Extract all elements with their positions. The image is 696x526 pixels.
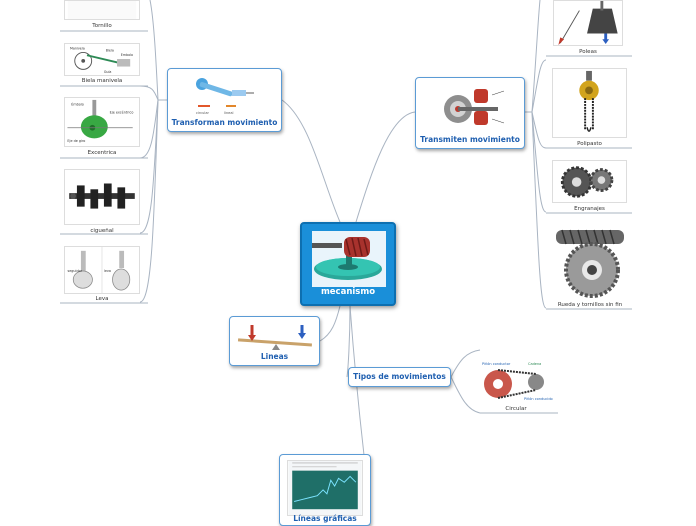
svg-text:circular: circular: [196, 111, 210, 115]
svg-text:Piñón conductor: Piñón conductor: [482, 362, 511, 366]
topic-label: Transmiten movimiento: [420, 135, 520, 144]
topic-label: Transforman movimiento: [171, 118, 278, 127]
crank-image: circular lineal: [192, 74, 258, 116]
poleas-image: [553, 0, 623, 46]
biela-image: Manivela Biela Embolo Guía: [64, 43, 140, 76]
leaf-caption: Polipasto: [577, 141, 602, 147]
crank-slider-icon: circular lineal: [196, 78, 254, 115]
line-chart-icon: [288, 461, 362, 515]
leaf-biela-manivela[interactable]: Manivela Biela Embolo Guía Biela manivel…: [64, 43, 140, 86]
connector-engranajes: [531, 111, 547, 149]
leaf-engranajes[interactable]: Engranajes: [552, 160, 627, 213]
connector-leva: [139, 99, 159, 303]
connector-polipasto: [531, 59, 547, 113]
leaf-caption: Biela manivela: [81, 78, 123, 84]
leaf-caption: Leva: [95, 296, 109, 302]
connector-root-tipos: [346, 305, 351, 378]
leaf-polipasto[interactable]: Polipasto: [552, 68, 627, 148]
leaf-tornillo[interactable]: Tornillo: [64, 0, 140, 32]
gearbox-image: [434, 83, 508, 131]
gears-icon: [312, 237, 382, 280]
connector-poleas: [531, 0, 541, 113]
eccentric-icon: Émbolo Eje excéntrico Eje de giro: [67, 99, 134, 143]
leaf-caption: Engranajes: [574, 206, 605, 212]
connector-root-lineas: [319, 305, 341, 342]
topic-lineas[interactable]: Lineas: [229, 316, 320, 366]
svg-text:leva: leva: [104, 269, 111, 273]
screw-icon: [67, 1, 137, 19]
svg-text:Piñón conducido: Piñón conducido: [524, 397, 553, 401]
leaf-caption: Rueda y tornillos sin fin: [557, 302, 623, 308]
chart-image: [287, 460, 363, 516]
lever-icon: [237, 325, 312, 350]
leaf-caption: Poleas: [579, 49, 597, 55]
svg-text:Biela: Biela: [106, 49, 114, 53]
connector-tipos-circular: [450, 349, 481, 378]
ciguenal-image: [64, 169, 140, 225]
gear-image: [312, 231, 386, 287]
chain-drive-icon: Piñón conductor Cadena Piñón conducido: [482, 362, 553, 401]
gearbox-icon: [444, 89, 505, 125]
svg-text:seguidor: seguidor: [68, 269, 83, 273]
svg-text:Cadena: Cadena: [528, 362, 541, 366]
circular-image: Piñón conductor Cadena Piñón conducido: [478, 360, 554, 404]
lever-image: [236, 321, 314, 351]
topic-transforman-movimiento[interactable]: circular lineal Transforman movimiento: [167, 68, 282, 132]
connector-excentrica: [139, 99, 159, 159]
topic-tipos-de-movimientos[interactable]: Tipos de movimientos: [348, 367, 451, 387]
connector-biela: [139, 85, 159, 101]
leaf-caption: Excentrica: [87, 150, 117, 156]
tornillo-image: [64, 0, 140, 20]
leaf-ciguenal[interactable]: cigueñal: [64, 169, 140, 234]
excentrica-image: Émbolo Eje excéntrico Eje de giro: [64, 97, 140, 147]
engranajes-image: [552, 160, 627, 203]
hoist-icon: [579, 70, 599, 132]
connector-rueda: [531, 111, 547, 213]
cam-icon: seguidor leva: [68, 247, 131, 293]
connector-tornillo: [149, 0, 159, 101]
topic-label: Lineas: [260, 352, 289, 361]
svg-text:Guía: Guía: [104, 70, 112, 74]
gears-pair-icon: [560, 166, 614, 198]
svg-text:Eje excéntrico: Eje excéntrico: [110, 110, 134, 114]
svg-text:Manivela: Manivela: [70, 47, 85, 51]
connecting-rod-icon: Manivela Biela Embolo Guía: [70, 47, 133, 74]
pulley-icon: [558, 1, 618, 45]
connector-tipos-circular2: [450, 376, 481, 414]
leva-image: seguidor leva: [64, 246, 140, 294]
topic-label: Tipos de movimientos: [353, 372, 446, 381]
leaf-circular[interactable]: Piñón conductor Cadena Piñón conducido C…: [478, 360, 554, 413]
svg-text:Eje de giro: Eje de giro: [67, 139, 85, 143]
svg-text:Embolo: Embolo: [121, 53, 133, 57]
topic-lineas-graficas[interactable]: Líneas gráficas: [279, 454, 371, 526]
leaf-leva[interactable]: seguidor leva Leva: [64, 246, 140, 304]
leaf-caption: cigueñal: [90, 228, 114, 234]
connector-root-transmiten: [355, 111, 416, 223]
connector-root-transforman: [281, 99, 341, 223]
svg-text:lineal: lineal: [224, 111, 233, 115]
connector-rueda2: [531, 111, 547, 309]
topic-transmiten-movimiento[interactable]: Transmiten movimiento: [415, 77, 525, 149]
leaf-caption: Circular: [505, 406, 527, 412]
leaf-excentrica[interactable]: Émbolo Eje excéntrico Eje de giro Excent…: [64, 97, 140, 157]
root-node-mecanismo[interactable]: mecanismo: [300, 222, 396, 306]
svg-text:Émbolo: Émbolo: [71, 102, 84, 107]
crankshaft-icon: [69, 183, 135, 209]
polipasto-image: [552, 68, 627, 138]
leaf-caption: Tornillo: [92, 23, 112, 29]
root-label: mecanismo: [320, 287, 376, 297]
worm-gear-icon: [556, 229, 624, 298]
rueda-image: [552, 226, 628, 300]
leaf-rueda-tornillo-sin-fin[interactable]: Rueda y tornillos sin fin: [552, 226, 628, 309]
topic-label: Líneas gráficas: [293, 514, 357, 523]
leaf-poleas[interactable]: Poleas: [553, 0, 623, 56]
connector-root-grafica: [349, 305, 365, 456]
